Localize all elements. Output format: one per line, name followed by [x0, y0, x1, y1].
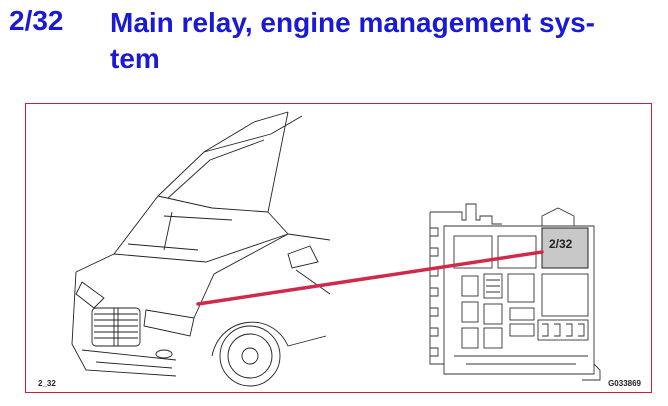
callout-line [196, 250, 544, 306]
relay-label: 2/32 [549, 237, 573, 251]
relay-2-32-highlight [541, 227, 589, 269]
component-number: 2/32 [9, 5, 64, 36]
figure-code-left: 2_32 [38, 379, 56, 388]
page-title: Main relay, engine management sys- tem [110, 7, 595, 74]
page-header: 2/32 Main relay, engine management sys- … [0, 0, 668, 90]
figure-frame: 2/32 2_32 G033869 [25, 103, 652, 393]
location-diagram [71, 111, 601, 387]
relay-box [429, 203, 601, 381]
car-illustration [71, 111, 331, 387]
figure-code-right: G033869 [608, 379, 641, 388]
